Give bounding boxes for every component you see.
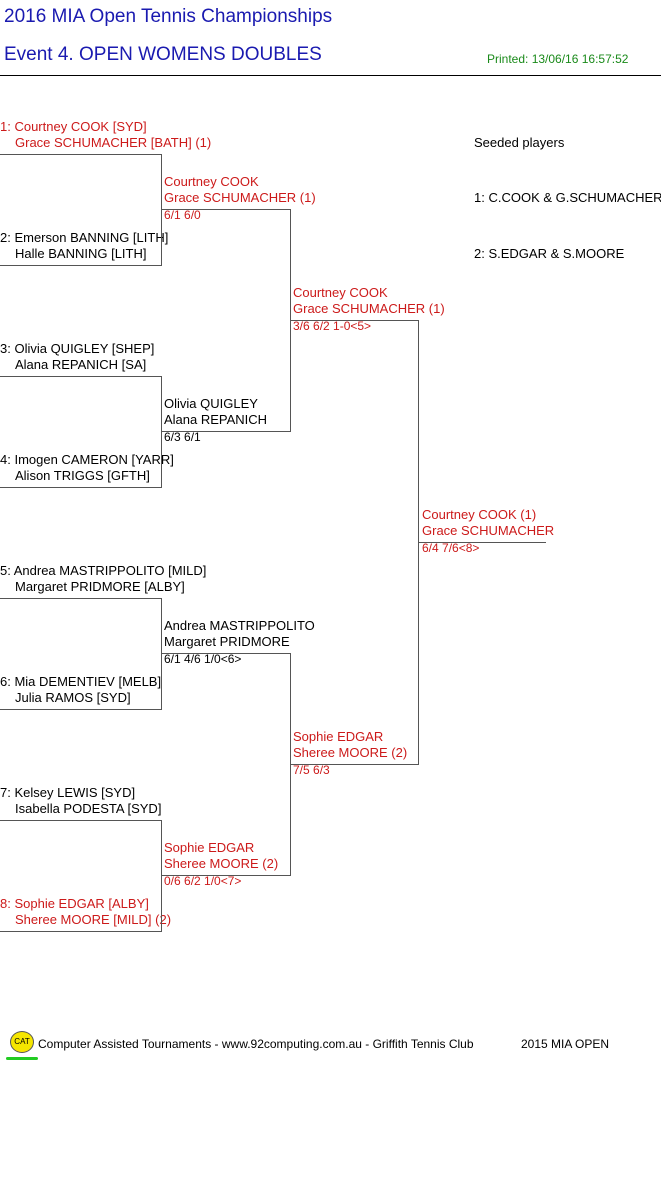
round3-winner-2-player2: Sheree MOORE (2) bbox=[293, 745, 408, 760]
round1-entry-6-player2: Julia RAMOS [SYD] bbox=[15, 690, 131, 705]
round2-score-3: 6/1 4/6 1/0<6> bbox=[164, 652, 242, 666]
final-score: 6/4 7/6<8> bbox=[422, 541, 480, 555]
round2-winner-4-player1: Sophie EDGAR bbox=[164, 840, 255, 855]
round1-entry-8-player1: 8: Sophie EDGAR [ALBY] bbox=[0, 896, 149, 911]
round2-winner-1-player2: Grace SCHUMACHER (1) bbox=[164, 190, 316, 205]
round1-entry-4-player2: Alison TRIGGS [GFTH] bbox=[15, 468, 150, 483]
footer-credit: Computer Assisted Tournaments - www.92co… bbox=[38, 1037, 474, 1051]
round2-winner-2-player1: Olivia QUIGLEY bbox=[164, 396, 258, 411]
round2-winner-3-player1: Andrea MASTRIPPOLITO bbox=[164, 618, 315, 633]
round3-score-2: 7/5 6/3 bbox=[293, 763, 330, 777]
printed-timestamp: Printed: 13/06/16 16:57:52 bbox=[487, 52, 629, 66]
round1-entry-7-player2: Isabella PODESTA [SYD] bbox=[15, 801, 162, 816]
bracket-line bbox=[161, 431, 291, 432]
round1-entry-1-player2: Grace SCHUMACHER [BATH] (1) bbox=[15, 135, 212, 150]
round1-entry-6-player1: 6: Mia DEMENTIEV [MELB] bbox=[0, 674, 162, 689]
round2-score-4: 0/6 6/2 1/0<7> bbox=[164, 874, 242, 888]
round1-entry-5-player1: 5: Andrea MASTRIPPOLITO [MILD] bbox=[0, 563, 207, 578]
seed-item-1: 1: C.COOK & G.SCHUMACHER bbox=[474, 190, 661, 205]
round1-entry-7-player1: 7: Kelsey LEWIS [SYD] bbox=[0, 785, 136, 800]
bracket-line bbox=[0, 487, 162, 488]
bracket-line bbox=[161, 598, 162, 710]
round2-score-1: 6/1 6/0 bbox=[164, 208, 201, 222]
bracket-line bbox=[0, 265, 162, 266]
bracket-line bbox=[0, 376, 162, 377]
champion-player2: Grace SCHUMACHER bbox=[422, 523, 555, 538]
bracket-line bbox=[0, 154, 162, 155]
round2-winner-3-player2: Margaret PRIDMORE bbox=[164, 634, 290, 649]
bracket-line bbox=[290, 320, 419, 321]
round2-winner-1-player1: Courtney COOK bbox=[164, 174, 259, 189]
bracket-line bbox=[290, 764, 419, 765]
bracket-line bbox=[161, 875, 291, 876]
round2-winner-4-player2: Sheree MOORE (2) bbox=[164, 856, 279, 871]
round1-entry-5-player2: Margaret PRIDMORE [ALBY] bbox=[15, 579, 185, 594]
bracket-line bbox=[0, 598, 162, 599]
round1-entry-3-player1: 3: Olivia QUIGLEY [SHEP] bbox=[0, 341, 155, 356]
round1-entry-2-player1: 2: Emerson BANNING [LITH] bbox=[0, 230, 169, 245]
round1-entry-4-player1: 4: Imogen CAMERON [YARR] bbox=[0, 452, 174, 467]
bracket-line bbox=[161, 820, 162, 932]
bracket-line bbox=[161, 154, 162, 266]
round1-entry-8-player2: Sheree MOORE [MILD] (2) bbox=[15, 912, 172, 927]
bracket-line bbox=[0, 931, 162, 932]
round2-score-2: 6/3 6/1 bbox=[164, 430, 201, 444]
round3-winner-1-player1: Courtney COOK bbox=[293, 285, 388, 300]
round3-score-1: 3/6 6/2 1-0<5> bbox=[293, 319, 372, 333]
bracket-line bbox=[0, 820, 162, 821]
bracket-line bbox=[418, 542, 546, 543]
event-title: Event 4. OPEN WOMENS DOUBLES bbox=[4, 44, 322, 65]
bracket-line bbox=[161, 209, 291, 210]
seeded-players-heading: Seeded players bbox=[474, 135, 565, 150]
seed-item-2: 2: S.EDGAR & S.MOORE bbox=[474, 246, 625, 261]
round1-entry-3-player2: Alana REPANICH [SA] bbox=[15, 357, 147, 372]
bracket-line bbox=[161, 376, 162, 488]
round3-winner-2-player1: Sophie EDGAR bbox=[293, 729, 384, 744]
round3-winner-1-player2: Grace SCHUMACHER (1) bbox=[293, 301, 445, 316]
round2-winner-2-player2: Alana REPANICH bbox=[164, 412, 268, 427]
round1-entry-1-player1: 1: Courtney COOK [SYD] bbox=[0, 119, 147, 134]
bracket-line bbox=[0, 709, 162, 710]
bracket-line bbox=[161, 653, 291, 654]
header-divider bbox=[0, 75, 661, 76]
footer-tournament: 2015 MIA OPEN bbox=[521, 1037, 610, 1051]
round1-entry-2-player2: Halle BANNING [LITH] bbox=[15, 246, 147, 261]
logo-underline bbox=[6, 1057, 38, 1060]
cat-logo-icon: CAT bbox=[10, 1031, 34, 1053]
champion-player1: Courtney COOK (1) bbox=[422, 507, 537, 522]
page-title: 2016 MIA Open Tennis Championships bbox=[4, 6, 333, 27]
